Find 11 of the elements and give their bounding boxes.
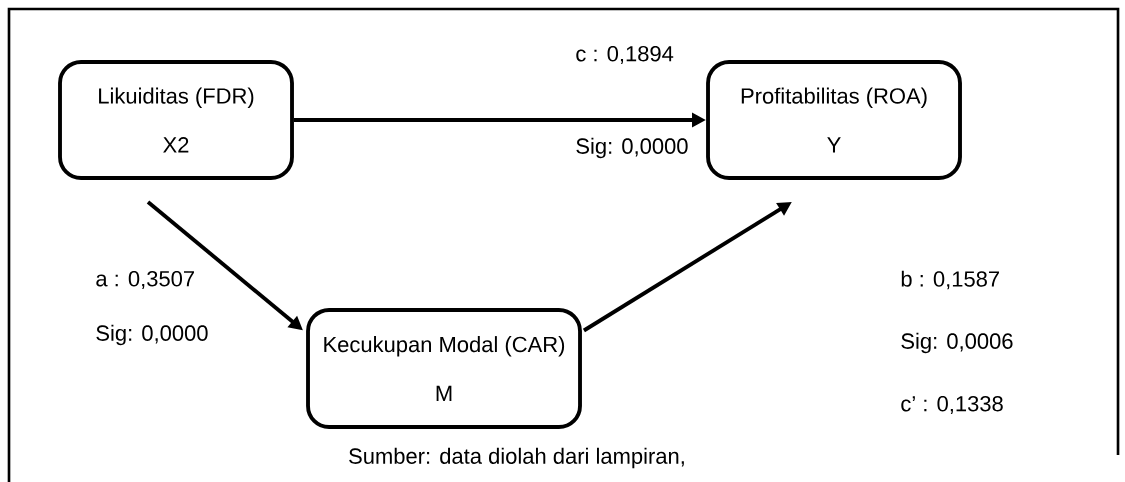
variable-box: Profitabilitas (ROA) Y [706,60,962,180]
coefficient-label: Sig: 0,0006 [901,332,1013,354]
coefficient-label: Sig: 0,0000 [96,324,208,346]
caption: Sumber: data diolah dari lampiran, [349,447,684,469]
coefficient-label: c : 0,1894 [576,45,674,65]
coefficient-label: Sig: 0,0000 [576,137,688,159]
variable-box: Kecukupan Modal (CAR) M [306,308,582,429]
coefficient-label: c’ : 0,1338 [901,395,1003,415]
variable-box: Likuiditas (FDR) X2 [58,60,294,180]
coefficient-label: b : 0,1587 [901,270,999,290]
coefficient-label: a : 0,3507 [96,270,194,290]
